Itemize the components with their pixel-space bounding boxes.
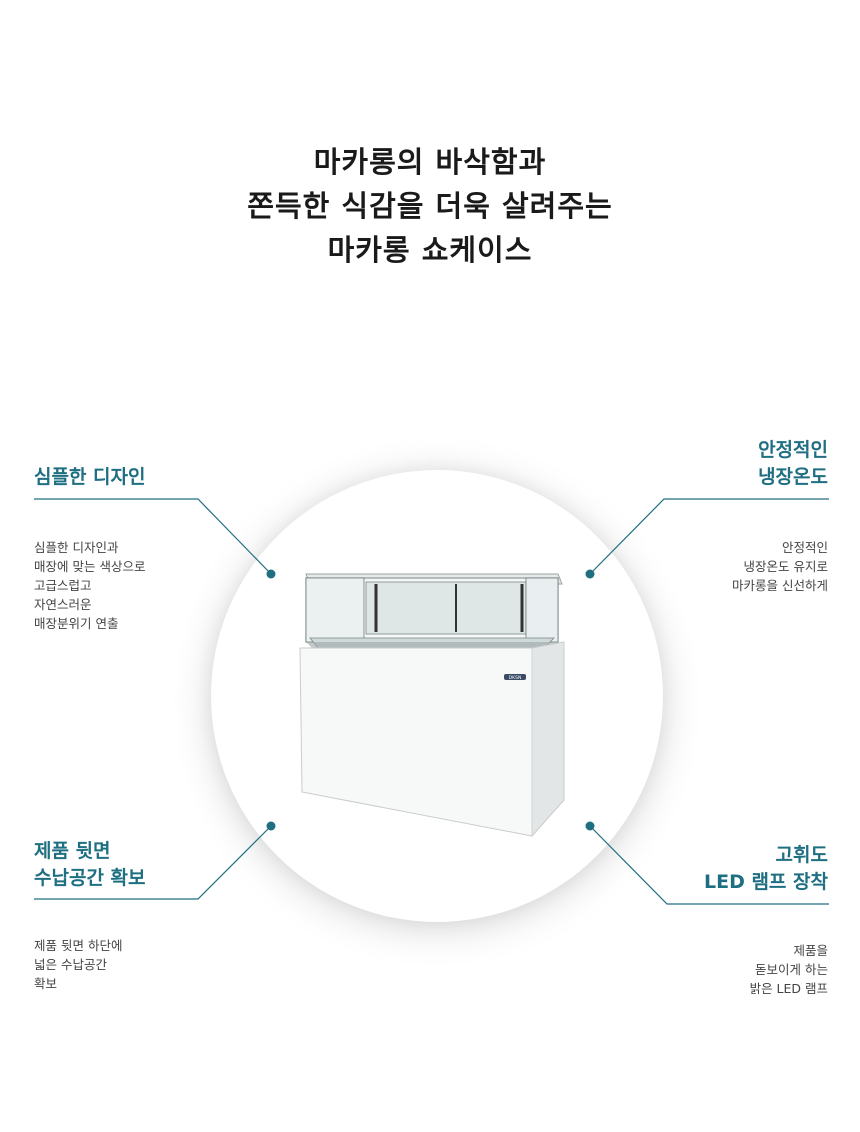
- cabinet-front: [299, 647, 533, 837]
- brand-badge-text: DKSN: [509, 675, 522, 681]
- headline: 마카롱의 바삭함과 쫀득한 식감을 더욱 살려주는 마카롱 쇼케이스: [0, 140, 860, 272]
- brand-badge: [504, 674, 526, 680]
- macaron-showcase-image: DKSN: [299, 573, 565, 838]
- cabinet-side: [531, 641, 565, 838]
- headline-line-3: 마카롱 쇼케이스: [327, 233, 533, 267]
- feature-title-rear-storage: 제품 뒷면 수납공간 확보: [34, 840, 146, 889]
- feature-desc-simple-design: 심플한 디자인과 매장에 맞는 색상으로 고급스럽고 자연스러운 매장분위기 연…: [34, 540, 146, 631]
- feature-desc-led-lamp: 제품을 돋보이게 하는 밝은 LED 램프: [749, 943, 828, 996]
- feature-desc-stable-temp: 안정적인 냉장온도 유지로 마카롱을 신선하게: [732, 540, 828, 593]
- headline-line-1: 마카롱의 바삭함과: [313, 145, 547, 179]
- feature-title-simple-design: 심플한 디자인: [34, 466, 146, 488]
- headline-line-2: 쫀득한 식감을 더욱 살려주는: [247, 189, 613, 223]
- feature-title-led-lamp: 고휘도 LED 램프 장착: [703, 844, 828, 893]
- glass-right-end: [525, 577, 559, 643]
- feature-desc-rear-storage: 제품 뒷면 하단에 넓은 수납공간 확보: [34, 938, 123, 991]
- glass-back-panel: [365, 581, 527, 635]
- feature-title-stable-temp: 안정적인 냉장온도: [758, 439, 828, 488]
- glass-left-end: [305, 577, 365, 643]
